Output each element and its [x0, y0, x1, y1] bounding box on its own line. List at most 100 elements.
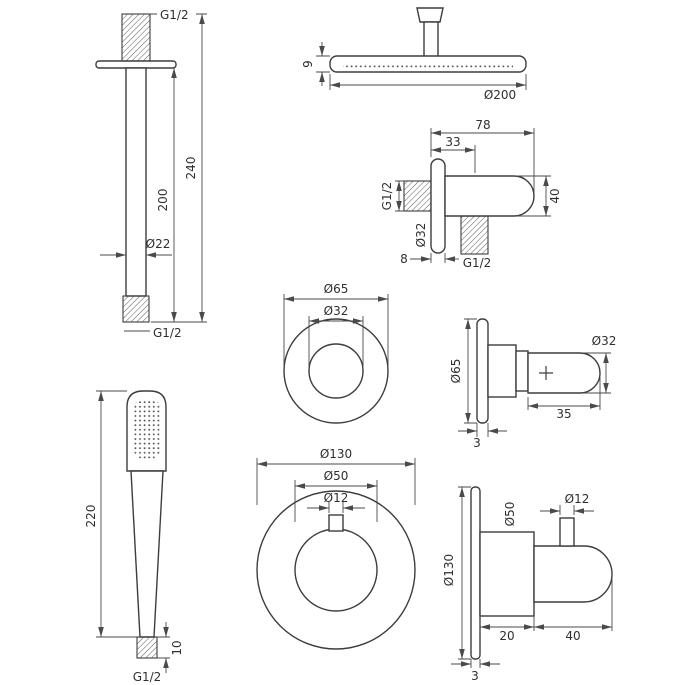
valve130-knob: [328, 514, 344, 532]
plus-icon: [539, 366, 553, 380]
dim-label-arm-tube-length: 200: [156, 189, 170, 212]
connector-nut: [416, 7, 444, 23]
ceiling-arm: G1/2 240 200 Ø22 G1/2: [95, 8, 207, 340]
dim-elbow-body-diameter: 40: [516, 175, 562, 217]
dim-valve130-side-knob: Ø12: [540, 492, 594, 515]
overhead-shower: 9 Ø200: [301, 7, 527, 102]
dim-label-valve65-side-plate: Ø65: [449, 359, 463, 384]
dim-label-valve130-side-body: Ø50: [503, 502, 517, 527]
dim-valve65-side-depth: 35: [527, 377, 601, 421]
dim-elbow-depth-total: 78: [431, 118, 534, 136]
dim-label-plate-thickness: 8: [400, 252, 408, 266]
dim-disc-diameter: Ø200: [329, 74, 527, 102]
dim-label-elbow-body-diameter: 40: [548, 188, 562, 203]
dim-hand-shower-thread-length: 10: [157, 622, 184, 673]
dim-label-arm-thread-bottom: G1/2: [153, 326, 182, 340]
wall-outlet-part: [403, 158, 535, 255]
dim-label-valve65-knob: Ø32: [324, 304, 349, 318]
dim-label-disc-diameter: Ø200: [484, 88, 516, 102]
arm-ceiling-flange: [95, 60, 177, 69]
dim-valve65-side-plate-thickness: 3: [458, 423, 507, 450]
dim-valve65-side-knob: Ø32: [583, 334, 617, 394]
valve65-side-handle: [527, 352, 601, 394]
outlet-stub: [460, 215, 489, 255]
dim-label-elbow-depth-offset: 33: [445, 135, 460, 149]
inlet-thread: [403, 180, 432, 212]
dim-label-valve130-side-body-depth: 20: [499, 629, 514, 643]
dim-disc-thickness: 9: [301, 42, 330, 86]
valve130-side-body: [479, 531, 535, 617]
dim-plate-thickness: 8: [400, 252, 459, 266]
dim-label-hand-shower-thread-length: 10: [170, 640, 184, 655]
dim-label-arm-total-length: 240: [184, 157, 198, 180]
overhead-shower-part: [329, 7, 527, 73]
dim-label-valve130-side-knob: Ø12: [565, 492, 590, 506]
spray-face-pattern: [134, 399, 160, 459]
dim-elbow-depth-offset: 33: [431, 135, 475, 153]
dim-arm-thread-bottom: G1/2: [124, 326, 182, 340]
dim-hand-shower-thread: G1/2: [133, 670, 162, 684]
dim-valve65-side-plate: Ø65: [449, 318, 477, 424]
valve65-side-plate: [476, 318, 489, 424]
dim-label-valve65-side-knob: Ø32: [592, 334, 617, 348]
elbow-body: [444, 175, 535, 217]
valve65-side-neck: [515, 350, 529, 392]
valve130-side-plate: [470, 486, 481, 660]
dim-valve130-body: Ø50: [294, 469, 378, 522]
dim-label-hand-shower-length: 220: [84, 505, 98, 528]
dim-valve130-side-body: Ø50: [503, 502, 517, 527]
dim-label-outlet-diameter: Ø32: [414, 223, 428, 248]
valve130-side-knob: [559, 517, 575, 547]
nozzle-pattern: [343, 63, 513, 70]
dim-label-valve130-body: Ø50: [324, 469, 349, 483]
hand-shower: 220 10 G1/2: [84, 390, 184, 684]
wall-outlet: 78 33 G1/2 Ø32 40 8 G1/2: [380, 118, 562, 270]
dim-valve130-side-handle-depth: 40: [534, 578, 613, 643]
large-valve-front: Ø130 Ø50 Ø12: [256, 447, 416, 650]
dim-inlet-thread: G1/2: [380, 180, 404, 212]
connector-pipe: [423, 21, 439, 58]
arm-bottom-thread: [122, 295, 150, 323]
dim-hand-shower-length: 220: [84, 390, 140, 638]
arm-tube: [125, 67, 147, 297]
dim-arm-thread-top: G1/2: [150, 8, 207, 22]
dim-outlet-thread: G1/2: [463, 256, 492, 270]
small-valve-side: Ø32 Ø65 35 3: [449, 318, 617, 450]
dim-label-valve65-side-depth: 35: [556, 407, 571, 421]
arm-top-thread: [121, 13, 151, 62]
dim-outlet-diameter: Ø32: [414, 223, 428, 248]
dim-label-valve130-side-plate: Ø130: [442, 554, 456, 586]
dim-valve65-knob: Ø32: [308, 304, 364, 367]
hand-shower-part: [126, 390, 167, 659]
dim-label-valve130-side-plate-thickness: 3: [471, 669, 479, 683]
dim-label-disc-thickness: 9: [301, 60, 315, 68]
dim-label-outlet-thread: G1/2: [463, 256, 492, 270]
hand-shower-handle: [130, 470, 164, 638]
ceiling-arm-part: [95, 13, 177, 323]
large-valve-side-part: [470, 486, 613, 660]
small-valve-side-part: [476, 318, 601, 424]
dim-arm-tube-diameter: Ø22: [100, 237, 172, 258]
dim-valve130-side-plate-thickness: 3: [451, 659, 500, 683]
valve130-side-handle: [533, 545, 613, 603]
valve130-body: [294, 528, 378, 612]
dim-label-arm-thread-top: G1/2: [160, 8, 189, 22]
valve65-side-body: [487, 344, 517, 398]
small-valve-front: Ø65 Ø32: [283, 282, 389, 424]
wall-plate: [430, 158, 446, 254]
dim-valve130-plate: Ø130: [256, 447, 416, 505]
dim-label-valve65-plate: Ø65: [324, 282, 349, 296]
dim-label-valve130-knob: Ø12: [324, 491, 349, 505]
dim-arm-total-length: 240: [151, 14, 207, 323]
dim-valve130-side-plate: Ø130: [442, 486, 471, 660]
dim-label-valve130-side-handle-depth: 40: [565, 629, 580, 643]
dim-label-valve130-plate: Ø130: [320, 447, 352, 461]
dim-arm-tube-length: 200: [156, 68, 177, 322]
dim-label-elbow-depth-total: 78: [475, 118, 490, 132]
valve65-knob: [308, 343, 364, 399]
hand-shower-thread: [136, 636, 158, 659]
dim-label-inlet-thread: G1/2: [380, 182, 394, 211]
large-valve-side: Ø12 Ø50 Ø130 20 40 3: [442, 486, 613, 683]
